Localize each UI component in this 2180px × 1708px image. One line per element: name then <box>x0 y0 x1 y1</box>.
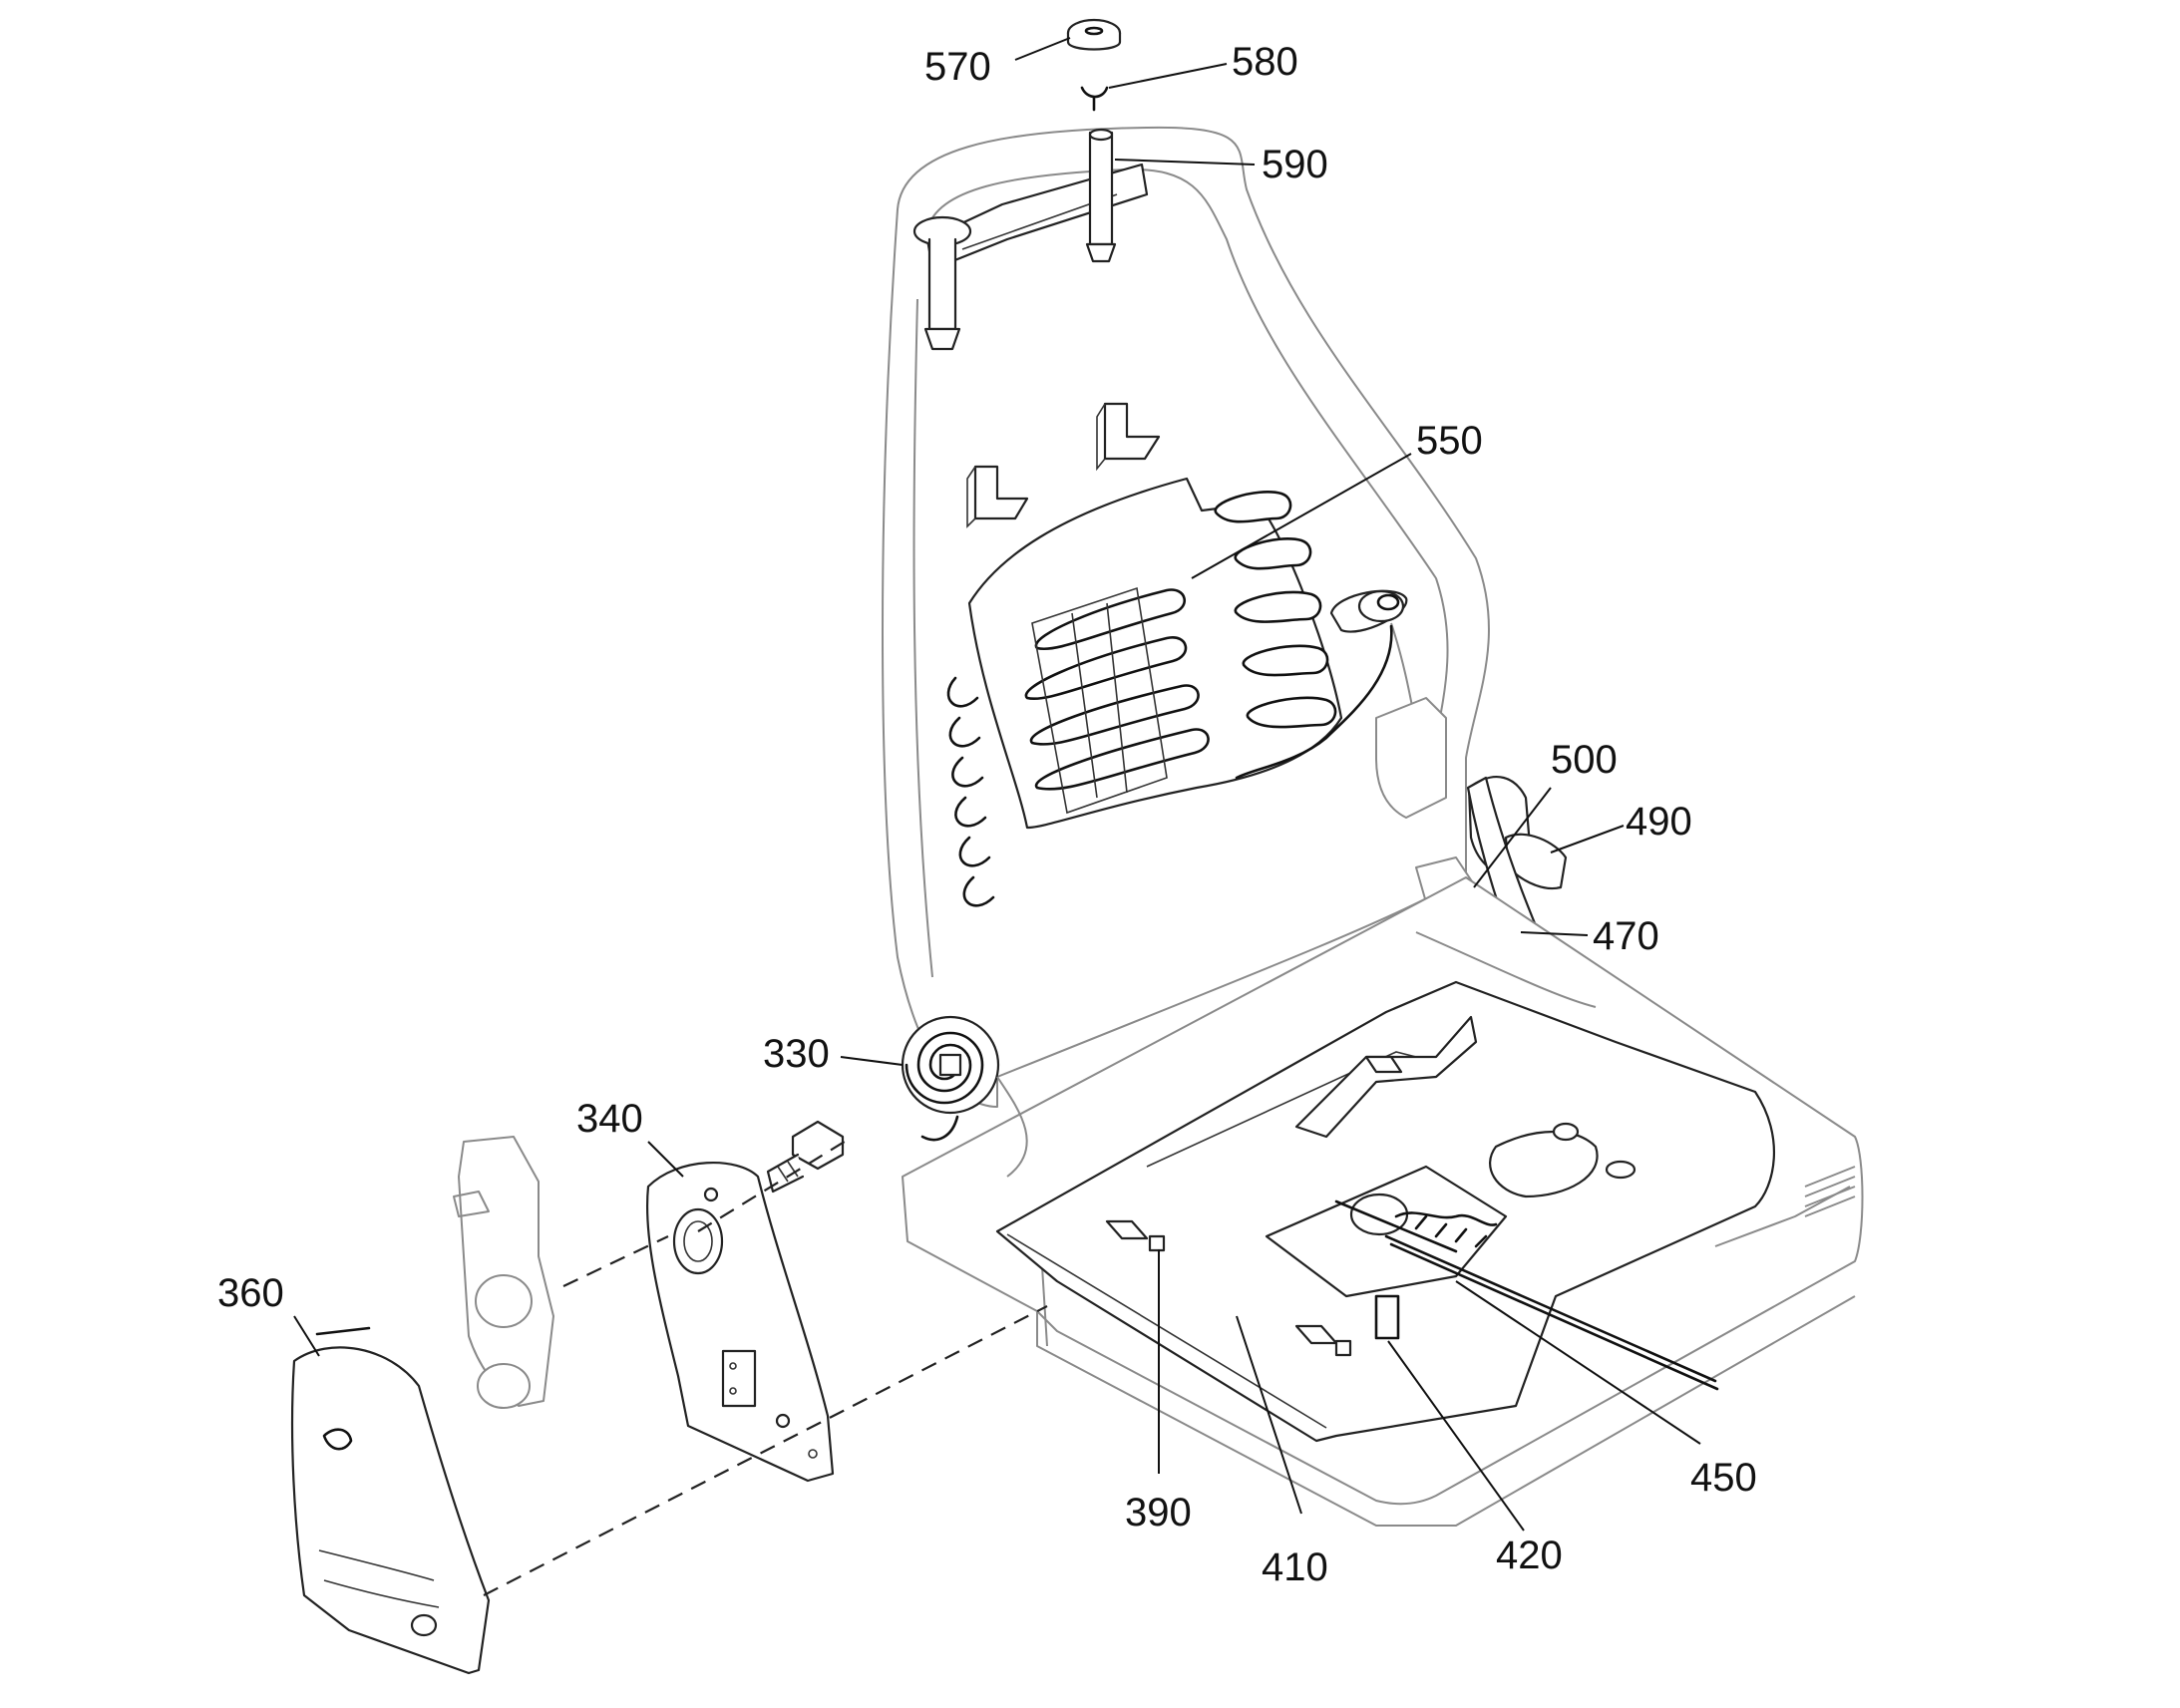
spring-coils-center <box>1024 586 1210 815</box>
occupancy-sensor <box>1235 589 1408 780</box>
callout-450: 450 <box>1690 1456 1757 1500</box>
callout-420: 420 <box>1496 1534 1563 1577</box>
callout-410: 410 <box>1262 1545 1328 1589</box>
shoulder-bolt <box>766 1120 845 1194</box>
cap-570 <box>1066 18 1122 51</box>
recliner-spring-330 <box>901 1015 1000 1142</box>
callout-500: 500 <box>1551 738 1618 782</box>
callout-330: 330 <box>763 1032 830 1076</box>
callout-360: 360 <box>217 1271 284 1315</box>
assembly-axis-lines <box>483 1136 1048 1596</box>
callout-470: 470 <box>1593 914 1659 958</box>
spring-420 <box>1374 1294 1400 1340</box>
callout-340: 340 <box>576 1097 643 1141</box>
spring-mat-550 <box>946 477 1343 907</box>
headrest-post-right <box>1085 128 1117 263</box>
recliner-link-plate <box>453 1136 554 1409</box>
callout-580: 580 <box>1232 40 1298 84</box>
clip-390 <box>1105 1055 1403 1357</box>
clip-580 <box>1080 86 1109 112</box>
callout-570: 570 <box>924 45 991 89</box>
side-plate-340 <box>645 1162 835 1483</box>
callout-590: 590 <box>1262 143 1328 186</box>
spring-coils-left <box>946 676 995 907</box>
latch-rod-450 <box>1265 1165 1719 1391</box>
callout-leaders <box>293 37 1701 1532</box>
back-bracket-left <box>966 465 1029 528</box>
side-cover-360 <box>290 1326 491 1675</box>
callout-labels: 570 580 590 550 500 490 470 330 340 360 … <box>217 40 1757 1589</box>
callout-550: 550 <box>1416 419 1483 463</box>
spring-coils-right <box>1214 491 1337 729</box>
callout-390: 390 <box>1125 1491 1192 1535</box>
back-bracket-upper <box>1096 402 1161 472</box>
headrest-post-left <box>912 215 972 351</box>
callout-490: 490 <box>1626 800 1692 844</box>
